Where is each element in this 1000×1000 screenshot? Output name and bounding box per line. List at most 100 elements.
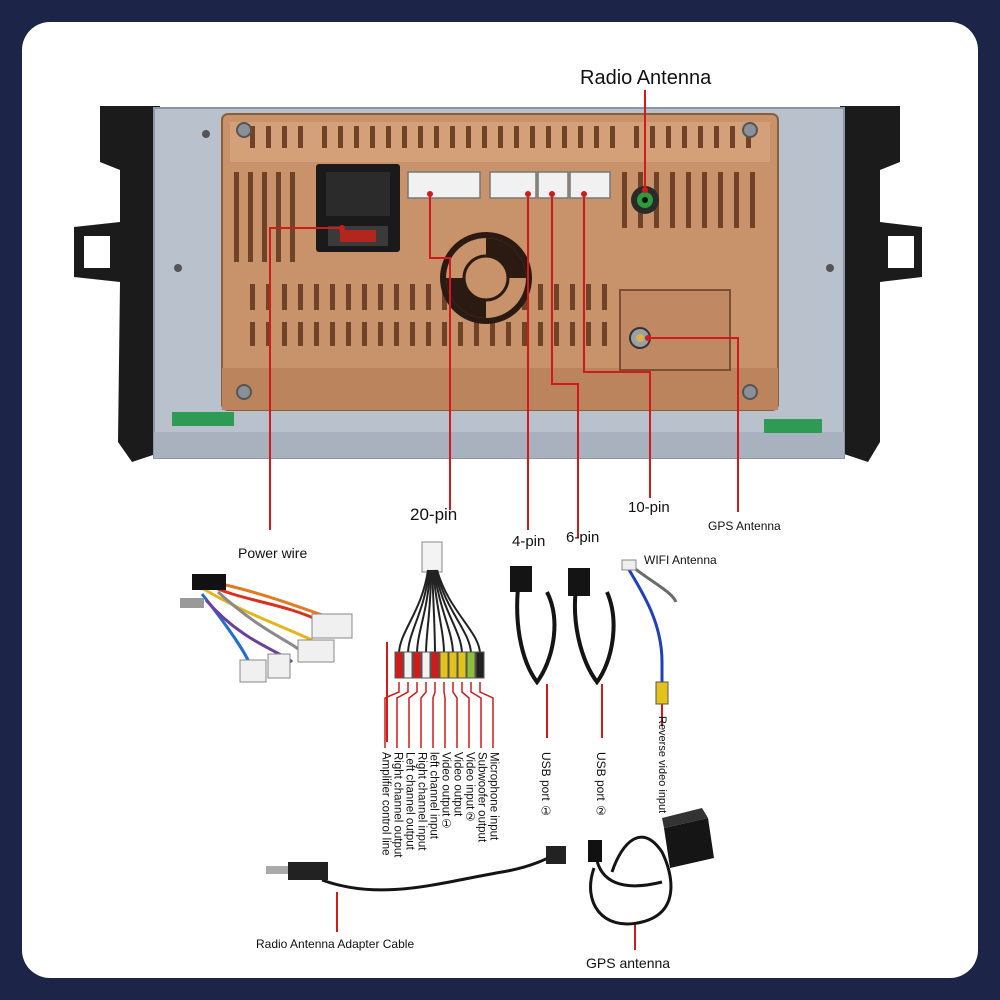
heatsink-slot	[354, 126, 359, 148]
rca-wire	[425, 569, 432, 655]
label-4pin: 4-pin	[512, 533, 546, 550]
right-bracket	[838, 106, 922, 462]
heatsink-slot	[250, 322, 255, 346]
heatsink-slot	[386, 126, 391, 148]
label-20pin: 20-pin	[410, 505, 458, 524]
heatsink-slot	[586, 322, 591, 346]
heatsink-slot	[290, 172, 295, 262]
heatsink-slot	[322, 126, 327, 148]
heatsink-slot	[338, 126, 343, 148]
rca-wire	[434, 569, 463, 655]
heatsink-slot	[410, 322, 415, 346]
heatsink-slot	[570, 284, 575, 310]
heatsink-slot	[682, 126, 687, 148]
green-strip-left	[172, 412, 234, 426]
rca-leader-line	[396, 682, 409, 748]
rca-leader-line	[461, 682, 470, 748]
heatsink-slot	[450, 126, 455, 148]
heatsink-slot	[702, 172, 707, 228]
heatsink-slot	[570, 322, 575, 346]
heatsink-slot	[314, 322, 319, 346]
rca-leader-line	[479, 682, 494, 748]
heatsink-slot	[266, 322, 271, 346]
heatsink-slot	[482, 126, 487, 148]
heatsink-slot	[282, 284, 287, 310]
power-harness-graphic	[180, 574, 353, 683]
heatsink-slot	[466, 126, 471, 148]
heatsink-slot	[554, 322, 559, 346]
heatsink-slot	[734, 172, 739, 228]
heatsink-slot	[346, 284, 351, 310]
rca-label: Amplifier control line	[379, 752, 392, 856]
heatsink-slot	[298, 126, 303, 148]
label-usb-port-2: USB port ②	[594, 752, 608, 819]
heatsink-slot	[362, 284, 367, 310]
rca-wire	[407, 569, 430, 655]
label-reverse-video-input: Reverse video input	[656, 716, 668, 814]
label-radio-antenna: Radio Antenna	[580, 67, 712, 89]
label-6pin: 6-pin	[566, 529, 600, 546]
wiring-diagram-graphic	[74, 90, 922, 950]
label-power-wire: Power wire	[238, 545, 308, 561]
heatsink-slot	[298, 322, 303, 346]
heatsink-slot	[530, 126, 535, 148]
heatsink-slot	[458, 322, 463, 346]
heatsink-slot	[666, 126, 671, 148]
cooling-fan	[440, 232, 532, 324]
heatsink-slot	[562, 126, 567, 148]
rca-leader-line	[470, 682, 482, 748]
heatsink-slot	[394, 284, 399, 310]
heatsink-slot	[506, 322, 511, 346]
heatsink-slot	[378, 322, 383, 346]
heatsink-slot	[634, 126, 639, 148]
heatsink-slot	[602, 284, 607, 310]
rca-leader-line	[408, 682, 418, 748]
rca-leader-line	[432, 682, 436, 748]
rca-label: Video output①	[439, 752, 452, 831]
rca-plug	[475, 651, 485, 679]
label-10pin: 10-pin	[628, 499, 670, 516]
heatsink-slot	[594, 126, 599, 148]
connector-10pin	[569, 171, 611, 199]
heatsink-slot	[330, 322, 335, 346]
rca-leader-line	[384, 682, 400, 748]
heatsink-slot	[378, 284, 383, 310]
gps-antenna-port	[629, 327, 651, 349]
radio-antenna-port	[631, 186, 659, 214]
heatsink-slot	[370, 126, 375, 148]
rca-wire	[433, 569, 454, 655]
rca-label: Video output	[451, 752, 464, 817]
rca-plug	[421, 651, 431, 679]
heatsink-slot	[498, 126, 503, 148]
rca-label: Right channel input	[415, 752, 428, 851]
heatsink-slot	[418, 126, 423, 148]
heatsink-slot	[670, 172, 675, 228]
rca-plug	[457, 651, 467, 679]
heatsink-slot	[442, 322, 447, 346]
leader-lines	[269, 90, 739, 950]
rca-leader-line	[420, 682, 427, 748]
rca-label: Microphone input	[487, 752, 500, 841]
rca-leader-line	[443, 682, 446, 748]
heatsink-slot	[538, 322, 543, 346]
rca-leader-line	[452, 682, 458, 748]
heatsink-slot	[282, 322, 287, 346]
left-bracket	[74, 106, 162, 462]
heatsink-slot	[402, 126, 407, 148]
label-usb-port-1: USB port ①	[539, 752, 553, 819]
rca-plug	[448, 651, 458, 679]
usb-cable-1	[510, 566, 557, 686]
connector-20pin	[407, 171, 481, 199]
leader-dots	[339, 187, 651, 341]
heatsink-slot	[490, 322, 495, 346]
gps-antenna-graphic	[588, 808, 714, 926]
heatsink-slot	[538, 284, 543, 310]
rca-harness	[384, 541, 494, 748]
rca-plug	[466, 651, 476, 679]
label-radio-antenna-adapter-cable: Radio Antenna Adapter Cable	[256, 937, 415, 951]
heatsink-slot	[234, 172, 239, 262]
heatsink-slot	[610, 126, 615, 148]
rca-wire	[432, 569, 445, 655]
rca-wire	[398, 569, 429, 655]
rca-wire	[416, 569, 431, 655]
